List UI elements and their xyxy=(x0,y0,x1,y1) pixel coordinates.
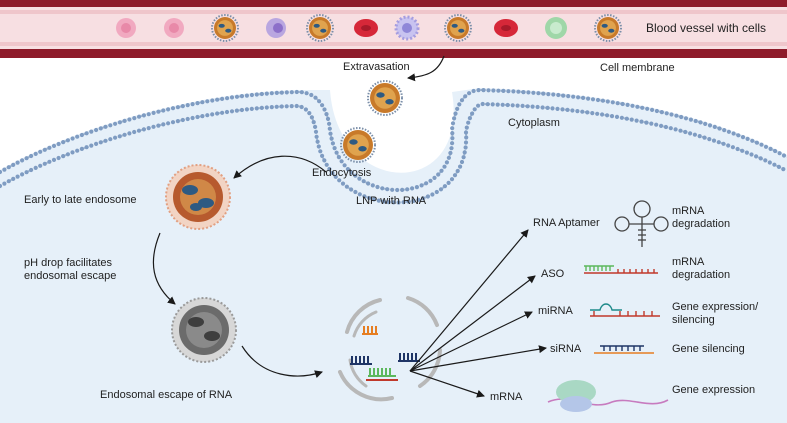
blood-cell-rbc xyxy=(494,19,518,37)
blood-cell-pink xyxy=(116,18,136,38)
aso-glyph xyxy=(584,265,658,274)
released-rna xyxy=(350,326,420,381)
endosome-fragments xyxy=(338,296,442,402)
mirna-outcome-label: Gene expression/ silencing xyxy=(672,301,759,326)
blood-cells xyxy=(116,14,622,42)
mrna-label: mRNA xyxy=(490,391,523,403)
ribosome-glyph xyxy=(547,380,669,412)
sirna-glyph xyxy=(594,345,654,354)
blood-cell-spiky xyxy=(394,15,420,41)
aptamer-glyph xyxy=(614,200,669,247)
process-arrows xyxy=(152,55,547,398)
rna-aptamer-label: RNA Aptamer xyxy=(533,217,600,229)
endocytosis-arrow xyxy=(233,155,327,179)
extravasation-label: Extravasation xyxy=(343,61,410,73)
escape-arrow xyxy=(241,345,323,379)
arrow-to-aptamer xyxy=(409,229,529,372)
blood-cell-lnp xyxy=(594,14,622,42)
blood-vessel-label: Blood vessel with cells xyxy=(646,21,767,35)
early-endosome xyxy=(165,164,231,230)
arrow-to-sirna xyxy=(409,345,547,372)
blood-cell-lnp xyxy=(306,14,334,42)
late-endosome xyxy=(171,297,237,363)
arrow-to-aso xyxy=(409,275,536,372)
cytoplasm-label: Cytoplasm xyxy=(508,117,560,129)
blood-cell-lnp xyxy=(211,14,239,42)
aso-label: ASO xyxy=(541,268,565,280)
endocytosis-label: Endocytosis xyxy=(312,167,372,179)
endosome-maturation-arrow xyxy=(152,232,176,305)
cytoplasm-region xyxy=(0,88,787,423)
arrow-to-mrna xyxy=(409,370,485,398)
extravasation-arrow xyxy=(407,55,445,82)
lnp-particle-extravasation xyxy=(367,80,403,116)
mirna-glyph xyxy=(590,303,660,317)
aso-outcome-label: mRNA degradation xyxy=(672,256,731,281)
membrane-lipid-heads xyxy=(0,88,787,205)
endosomal-escape-label: Endosomal escape of RNA xyxy=(100,389,233,401)
arrow-to-mirna xyxy=(409,311,533,372)
ph-drop-label: pH drop facilitates endosomal escape xyxy=(24,257,117,282)
blood-cell-pink xyxy=(164,18,184,38)
early-to-late-endosome-label: Early to late endosome xyxy=(24,194,137,206)
sirna-label: siRNA xyxy=(550,343,582,355)
mrna-outcome-label: Gene expression xyxy=(672,384,756,396)
blood-cell-green xyxy=(545,17,567,39)
cell-membrane-label: Cell membrane xyxy=(600,62,675,74)
blood-cell-rbc xyxy=(354,19,378,37)
aptamer-outcome-label: mRNA degradation xyxy=(672,205,731,230)
mirna-label: miRNA xyxy=(538,305,573,317)
lnp-particle-endocytosis xyxy=(340,127,376,163)
lnp-with-rna-label: LNP with RNA xyxy=(356,195,427,207)
blood-cell-lnp xyxy=(444,14,472,42)
sirna-outcome-label: Gene silencing xyxy=(672,343,745,355)
blood-cell-purple xyxy=(266,18,286,38)
